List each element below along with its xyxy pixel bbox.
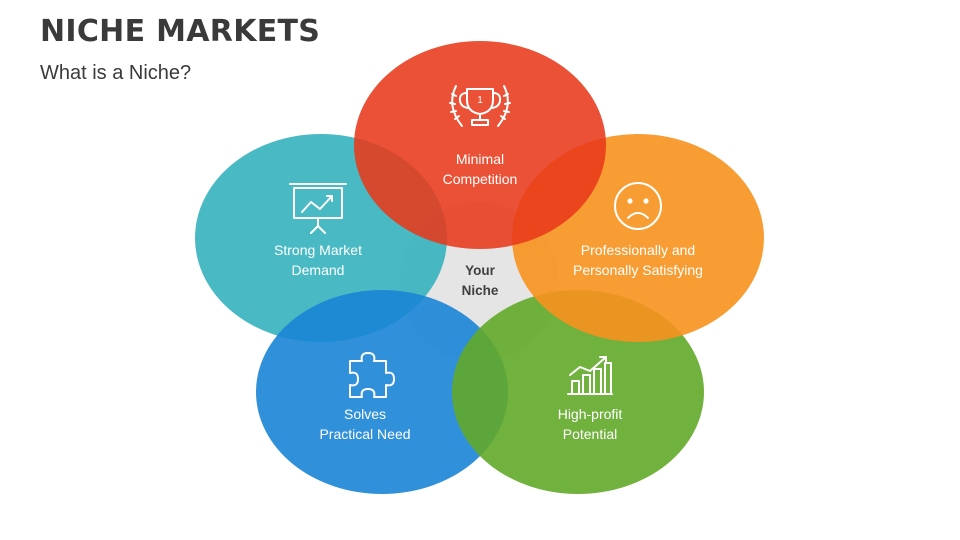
petal-bottom-left-label-line2: Practical Need [319,426,410,442]
growth-chart-icon [567,356,613,395]
petal-bottom-left [256,290,508,494]
petal-top-label-line1: Minimal [456,151,504,167]
center-label-line2: Niche [462,283,499,298]
petal-top [354,41,606,249]
page-title: NICHE MARKETS [40,14,321,49]
presentation-chart-icon [289,183,347,234]
petal-bottom-right-label-line2: Potential [563,426,617,442]
center-label-line1: Your [465,263,495,278]
petal-left-label-line1: Strong Market [274,242,362,258]
petal-left-label-line2: Demand [292,262,345,278]
page-subtitle: What is a Niche? [40,62,192,84]
trophy-icon: 1 [449,85,511,127]
petal-right-label-line1: Professionally and [581,242,695,258]
sad-face-icon [614,182,662,230]
petal-right-label-line2: Personally Satisfying [573,262,703,278]
puzzle-piece-icon [349,352,395,398]
svg-text:1: 1 [477,95,483,106]
petal-top-label-line2: Competition [443,171,518,187]
petal-bottom-right-label-line1: High-profit [558,406,623,422]
petal-bottom-left-label-line1: Solves [344,406,386,422]
